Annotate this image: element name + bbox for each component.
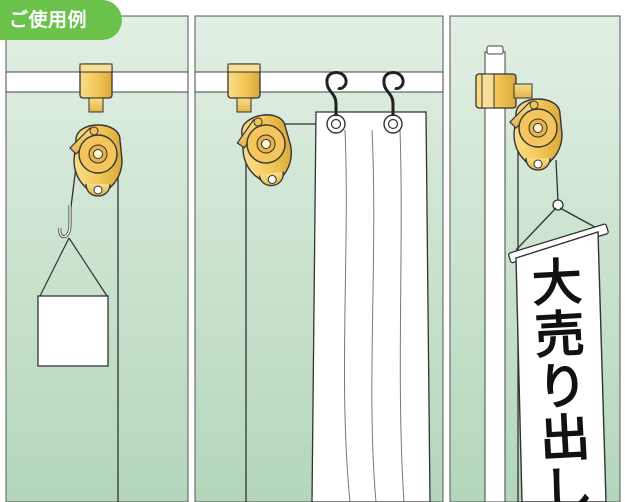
banner-char: 大 [530, 253, 583, 314]
banner-char: し [541, 460, 594, 502]
panel-curtain [194, 15, 444, 502]
banner-char: 出 [539, 409, 592, 470]
panel-banner-pole [449, 15, 621, 502]
banner-char: り [536, 357, 589, 418]
usage-example-badge: ご使用例 [0, 0, 122, 40]
panel-hanging-box [5, 15, 189, 502]
banner-char: 売 [533, 305, 586, 366]
